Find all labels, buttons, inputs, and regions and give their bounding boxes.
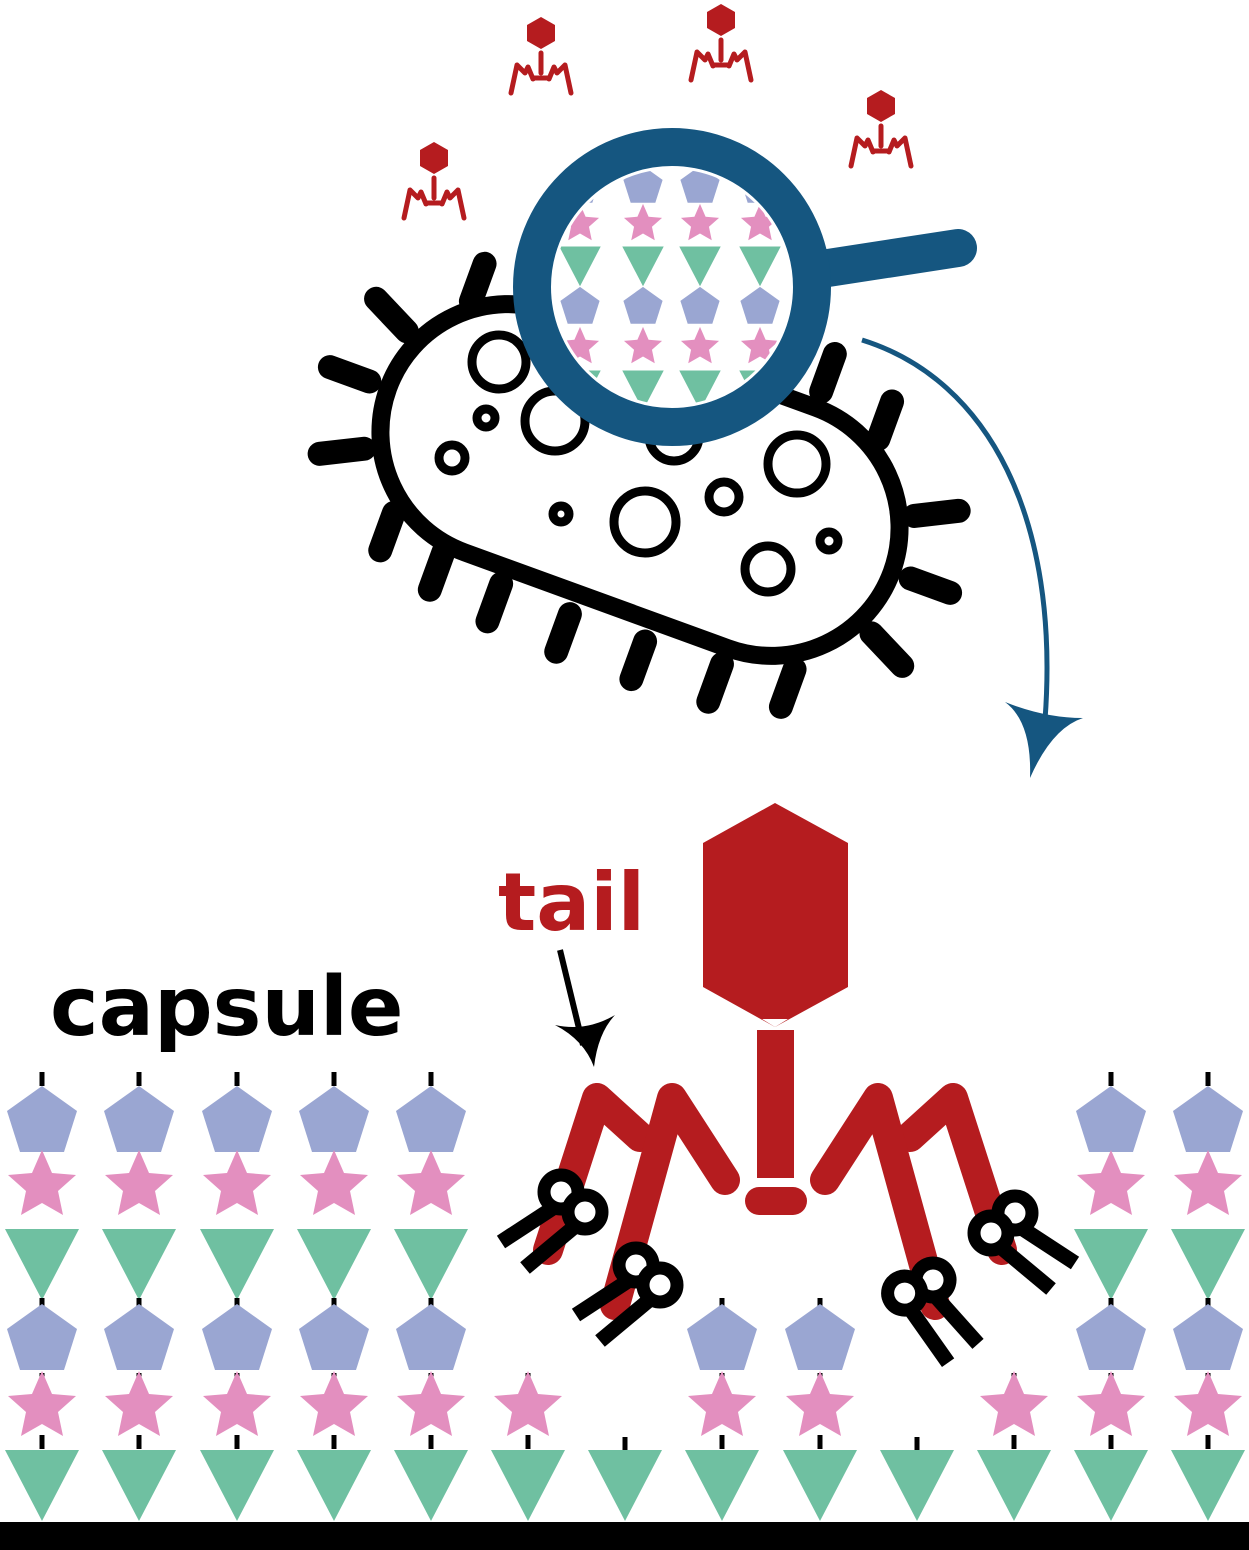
bacterium-icon [307,244,971,719]
magnifying-glass-icon [513,128,977,446]
tail-pointer-arrow [555,949,615,1067]
capsule-label: capsule [50,960,404,1055]
cell-membrane [0,1522,1249,1550]
bacteriophage-icon [691,4,751,80]
bacteriophage-icon [511,17,571,93]
bacteriophage-icon [851,90,911,166]
bacteriophage-icon [533,803,1017,1320]
tail-label: tail [498,856,645,949]
bacteriophage-icon [404,142,464,218]
curved-arrow-icon [861,337,1083,778]
scissors-icon [974,1196,1075,1289]
